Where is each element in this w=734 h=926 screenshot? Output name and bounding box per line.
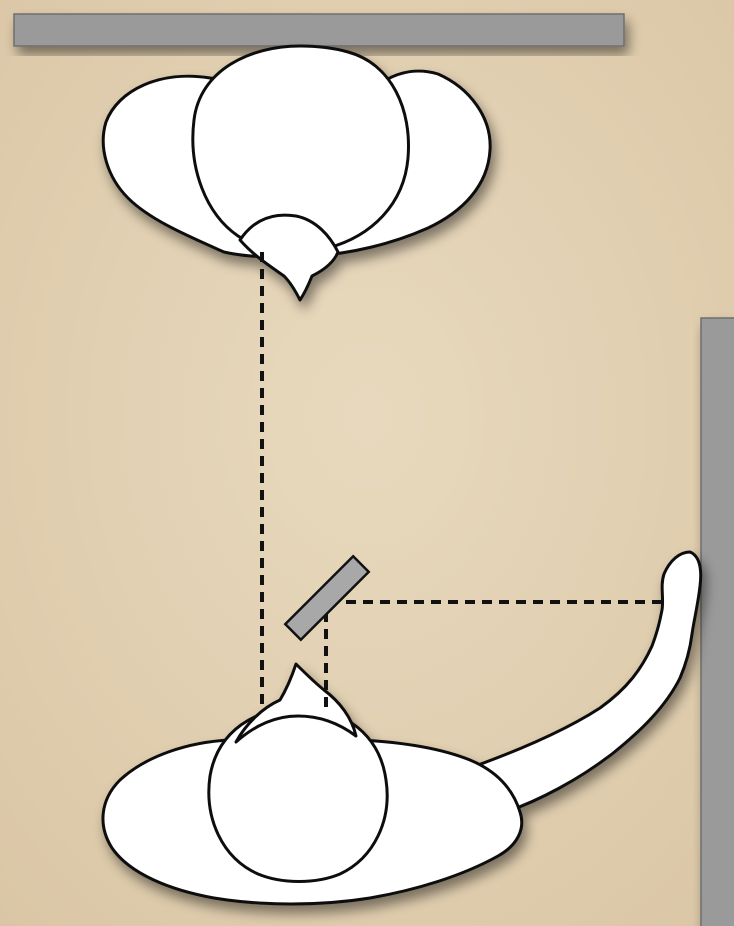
bottom-person-head [209, 708, 387, 882]
right-wall [701, 318, 734, 926]
top-wall [14, 14, 624, 46]
